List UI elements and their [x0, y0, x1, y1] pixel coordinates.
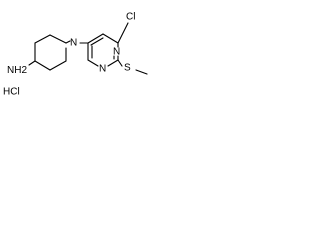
- bond-pyr-2: [102, 33, 119, 44]
- bond-pyr-6: [87, 59, 99, 67]
- bond-pip-7: [65, 40, 71, 44]
- atom-s: S: [124, 63, 131, 74]
- atom-cl: Cl: [126, 12, 135, 23]
- salt-label: HCl: [3, 87, 20, 98]
- atom-nh2-text: NH2: [7, 65, 27, 76]
- atom-n-ring-lower: N: [99, 64, 106, 75]
- bond-pyr-5: [107, 59, 119, 67]
- piperidine-ring: [28, 34, 71, 71]
- bond-pip-4: [34, 60, 51, 71]
- atom-n-piperidine: N: [70, 38, 77, 49]
- atom-n-ring-upper: N: [113, 47, 120, 58]
- bond-c-s: [117, 59, 123, 67]
- atom-nh2: NH2: [7, 65, 27, 76]
- bond-pip-1: [49, 34, 67, 44]
- bond-s-me: [135, 69, 148, 75]
- bond-c3-nh2: [28, 60, 36, 66]
- pyrimidine-ring: [87, 33, 119, 67]
- bond-c-cl: [117, 22, 129, 44]
- bond-pyr-1b: [90, 37, 104, 46]
- bond-pyr-1: [87, 33, 104, 44]
- structure-canvas: Cl N N N S NH2 HCl: [0, 0, 160, 99]
- bond-pip-5: [49, 60, 67, 71]
- bond-pip-2: [34, 34, 51, 44]
- structure-diagram: Cl N N N S NH2 HCl: [3, 12, 148, 98]
